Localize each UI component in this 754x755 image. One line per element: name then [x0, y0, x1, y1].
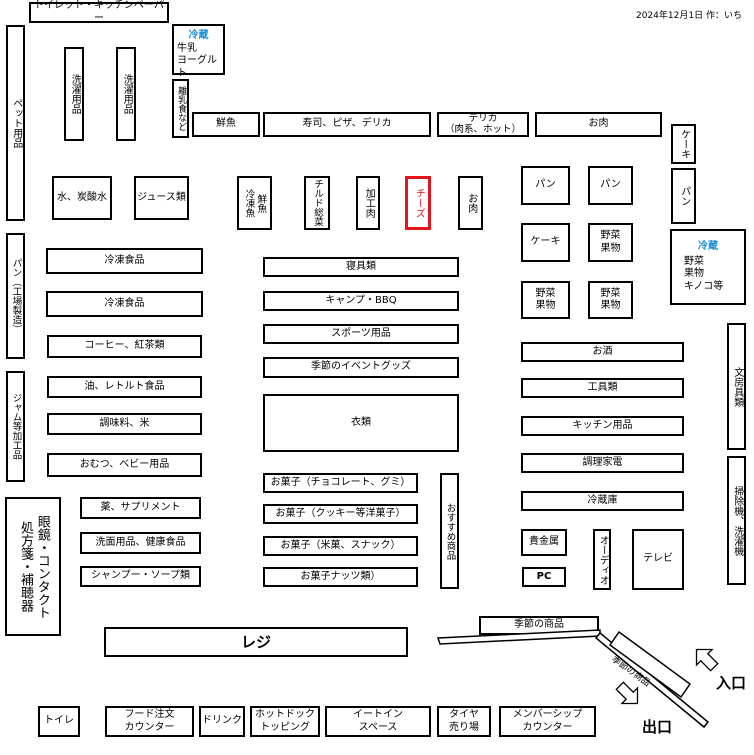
- section-cheese[interactable]: チーズ: [405, 176, 431, 230]
- section-tools[interactable]: 工具類: [521, 378, 684, 398]
- section-stationery[interactable]: 文房具類: [727, 323, 746, 450]
- section-shampoo[interactable]: シャンプー・ソープ類: [80, 566, 201, 587]
- section-bread-industrial[interactable]: パン（工場製造）: [6, 233, 25, 359]
- section-drink[interactable]: ドリンク: [199, 706, 245, 737]
- section-veg-1[interactable]: 野菜 果物: [588, 223, 633, 262]
- section-meat-top[interactable]: お肉: [535, 112, 662, 137]
- section-seasonal-events[interactable]: 季節のイベントグッズ: [263, 357, 459, 378]
- section-oil[interactable]: 油、レトルト食品: [47, 376, 202, 398]
- section-processed-meat[interactable]: 加工肉: [356, 176, 380, 230]
- section-alcohol[interactable]: お酒: [521, 342, 684, 362]
- section-toiletries[interactable]: 洗面用品、健康食品: [80, 532, 201, 554]
- section-optical[interactable]: 眼鏡・コンタクト 処方箋・補聴器: [5, 497, 61, 636]
- section-deli[interactable]: デリカ （肉系、ホット）: [437, 112, 529, 137]
- seasonal-goods-2-box: [608, 630, 692, 699]
- section-laundry-1[interactable]: 洗濯用品: [64, 47, 84, 141]
- section-hotdog[interactable]: ホットドック トッピング: [250, 706, 320, 737]
- section-water[interactable]: 水、炭酸水: [52, 176, 112, 220]
- exit-label: 出口: [642, 718, 673, 736]
- section-eatin[interactable]: イートイン スペース: [325, 706, 431, 737]
- section-bread-1[interactable]: パン: [521, 166, 570, 205]
- section-precious-metals[interactable]: 貴金属: [521, 529, 567, 556]
- entrance-wall-diagonal: [594, 631, 710, 729]
- exit-arrow-icon: [615, 681, 639, 705]
- section-cake-right[interactable]: ケーキ: [671, 124, 696, 164]
- section-sushi[interactable]: 寿司、ピザ、デリカ: [263, 112, 431, 137]
- section-toilet[interactable]: トイレ: [38, 706, 80, 737]
- section-fish[interactable]: 鮮魚: [192, 112, 260, 137]
- section-bread-right[interactable]: パン: [671, 168, 696, 224]
- section-tv[interactable]: テレビ: [632, 529, 684, 590]
- section-juice[interactable]: ジュース類: [134, 176, 189, 220]
- section-baby-goods[interactable]: 離乳食など: [172, 79, 189, 138]
- section-camping[interactable]: キャンプ・BBQ: [263, 291, 459, 311]
- section-snack-choco[interactable]: お菓子（チョコレート、グミ）: [263, 473, 418, 493]
- section-food-counter[interactable]: フード注文 カウンター: [105, 706, 194, 737]
- section-cleaning-appliances[interactable]: 掃除機、洗濯機: [727, 456, 746, 585]
- section-clothing[interactable]: 衣類: [263, 394, 459, 452]
- section-frozen-2[interactable]: 冷凍食品: [46, 291, 203, 317]
- section-medicine[interactable]: 薬、サプリメント: [80, 497, 201, 519]
- section-fridges[interactable]: 冷蔵庫: [521, 491, 684, 511]
- section-bread-2[interactable]: パン: [588, 166, 633, 205]
- section-frozen-fish[interactable]: 鮮魚 冷凍魚: [237, 176, 272, 230]
- section-seasoning[interactable]: 調味料、米: [47, 413, 202, 435]
- section-pet[interactable]: ペット用品: [6, 25, 25, 221]
- section-cold-veg[interactable]: 冷蔵 野菜 果物 キノコ等: [670, 229, 746, 305]
- section-frozen-1[interactable]: 冷凍食品: [46, 248, 203, 274]
- section-kitchen[interactable]: キッチン用品: [521, 416, 684, 436]
- entrance-wall-top: [436, 629, 601, 645]
- section-recommended[interactable]: おすすめ商品: [440, 473, 459, 589]
- entrance-arrow-icon: [695, 648, 719, 672]
- credit-text: 2024年12月1日 作：いち: [636, 11, 742, 21]
- section-audio[interactable]: オーディオ: [593, 529, 611, 590]
- section-snack-rice[interactable]: お菓子（米菓、スナック）: [263, 536, 418, 556]
- section-pc[interactable]: PC: [522, 567, 566, 587]
- section-cake-mid[interactable]: ケーキ: [521, 223, 570, 262]
- section-sports[interactable]: スポーツ用品: [263, 324, 459, 344]
- section-jam[interactable]: ジャム等加工品: [6, 371, 25, 482]
- section-snack-cookie[interactable]: お菓子（クッキー等洋菓子）: [263, 504, 418, 524]
- section-register[interactable]: レジ: [104, 627, 408, 657]
- section-cooking-appliances[interactable]: 調理家電: [521, 453, 684, 473]
- entrance-label: 入口: [716, 674, 747, 692]
- section-snack-nuts[interactable]: お菓子ナッツ類）: [263, 567, 418, 587]
- section-coffee[interactable]: コーヒー、紅茶類: [47, 335, 202, 358]
- section-veg-3[interactable]: 野菜 果物: [588, 281, 633, 319]
- section-veg-2[interactable]: 野菜 果物: [521, 281, 570, 319]
- section-diapers[interactable]: おむつ、ベビー用品: [47, 453, 202, 477]
- section-meat-mid[interactable]: お肉: [458, 176, 483, 230]
- section-toilet-paper[interactable]: トイレット・キッチンペーパー: [29, 0, 169, 24]
- section-tire[interactable]: タイヤ 売り場: [437, 706, 491, 737]
- section-chilled[interactable]: チルド総菜: [304, 176, 330, 230]
- section-cold-dairy[interactable]: 冷蔵 牛乳 ヨーグルト: [172, 24, 225, 79]
- section-bedding[interactable]: 寝具類: [263, 257, 459, 277]
- section-laundry-2[interactable]: 洗濯用品: [116, 47, 136, 141]
- section-membership[interactable]: メンバーシップ カウンター: [499, 706, 596, 737]
